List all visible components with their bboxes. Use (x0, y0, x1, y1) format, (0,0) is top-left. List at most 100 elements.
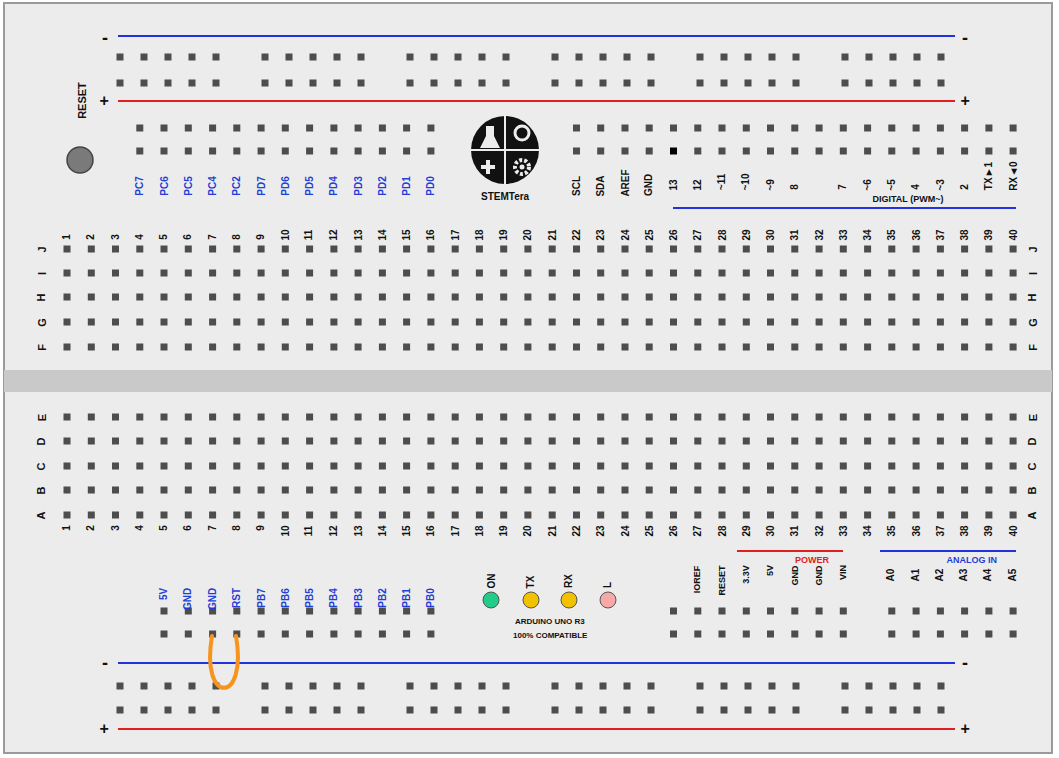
hole (286, 707, 293, 714)
hole (358, 707, 365, 714)
hole (452, 294, 459, 301)
hole (961, 246, 968, 253)
row-letter: H (36, 293, 47, 301)
hole (233, 344, 240, 351)
hole (117, 54, 124, 61)
pin-label: 5V (159, 588, 169, 600)
hole (791, 487, 798, 494)
hole (743, 414, 750, 421)
hole (88, 487, 95, 494)
hole (330, 631, 337, 638)
column-number: 6 (183, 234, 193, 240)
pin-label: PD2 (378, 176, 388, 195)
hole (888, 294, 895, 301)
hole (403, 270, 410, 277)
hole (624, 54, 631, 61)
hole (258, 294, 265, 301)
hole (161, 438, 168, 445)
hole (767, 631, 774, 638)
row-letter: B (1027, 486, 1038, 494)
pin-label: ~9 (766, 179, 776, 190)
hole (189, 80, 196, 87)
column-number: 36 (911, 525, 921, 536)
column-number: 1 (62, 525, 72, 531)
column-number: 11 (304, 525, 314, 536)
hole (88, 294, 95, 301)
hole (355, 463, 362, 470)
hole (791, 294, 798, 301)
hole (358, 54, 365, 61)
hole (670, 319, 677, 326)
hole (233, 463, 240, 470)
hole (961, 270, 968, 277)
hole (816, 487, 823, 494)
hole (161, 463, 168, 470)
pin-label: GND (644, 174, 654, 196)
hole (646, 319, 653, 326)
column-number: 16 (426, 229, 436, 240)
pin-label: 8 (790, 184, 800, 190)
hole (64, 512, 71, 519)
hole (330, 148, 337, 155)
hole (524, 487, 531, 494)
hole (864, 125, 871, 132)
hole (379, 148, 386, 155)
section-label: DIGITAL (PWM~) (873, 195, 944, 204)
hole (233, 246, 240, 253)
hole (913, 608, 920, 615)
hole (552, 80, 559, 87)
hole (719, 344, 726, 351)
hole (816, 246, 823, 253)
column-number: 19 (499, 525, 509, 536)
hole (500, 246, 507, 253)
column-number: 32 (814, 525, 824, 536)
hole (355, 512, 362, 519)
column-number: 34 (863, 229, 873, 240)
hole (937, 125, 944, 132)
hole (379, 463, 386, 470)
hole (258, 487, 265, 494)
hole (282, 246, 289, 253)
hole (937, 512, 944, 519)
hole (694, 148, 701, 155)
hole (842, 54, 849, 61)
rail-line-negative (118, 662, 955, 664)
column-number: 31 (790, 229, 800, 240)
hole (88, 438, 95, 445)
hole (262, 707, 269, 714)
hole (355, 631, 362, 638)
hole (938, 683, 945, 690)
hole (888, 487, 895, 494)
hole (524, 294, 531, 301)
hole (622, 414, 629, 421)
hole (937, 463, 944, 470)
column-number: 22 (572, 525, 582, 536)
hole (573, 270, 580, 277)
hole (719, 512, 726, 519)
hole (622, 270, 629, 277)
hole (88, 512, 95, 519)
hole (117, 80, 124, 87)
hole (1010, 631, 1017, 638)
hole (136, 438, 143, 445)
hole (913, 246, 920, 253)
hole (161, 344, 168, 351)
hole (624, 683, 631, 690)
hole (209, 319, 216, 326)
hole (961, 125, 968, 132)
row-letter: B (36, 486, 47, 494)
led-label: RX (564, 574, 574, 588)
hole (745, 683, 752, 690)
pin-label: PD4 (329, 176, 339, 195)
hole (427, 270, 434, 277)
hole (476, 344, 483, 351)
row-letter: A (36, 511, 47, 519)
rail-line-positive (118, 728, 955, 730)
hole (743, 608, 750, 615)
hole (646, 148, 653, 155)
column-number: 38 (960, 229, 970, 240)
pin-label: 3.3V (742, 565, 751, 584)
hole (141, 80, 148, 87)
rail-line-positive (118, 100, 955, 102)
